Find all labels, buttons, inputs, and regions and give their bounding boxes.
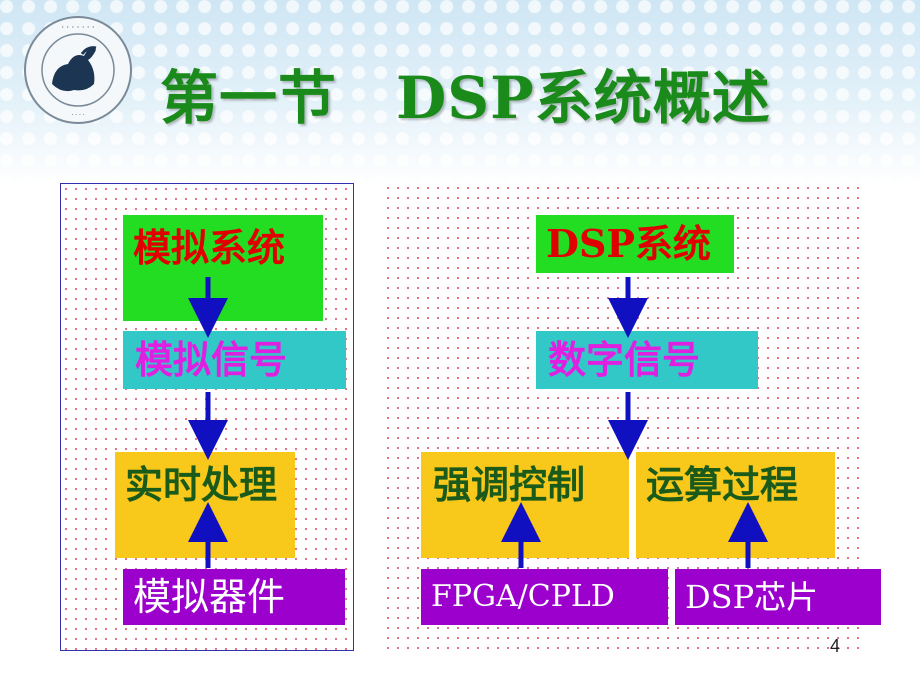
- dsp-chip-box: DSP芯片: [675, 569, 881, 625]
- analog-system-box: 模拟系统: [123, 215, 323, 321]
- slide-title: 第一节 DSP系统概述: [160, 64, 771, 132]
- dsp-system-box: DSP系统: [536, 215, 734, 273]
- university-logo: · · · · · · · · · · ·: [24, 16, 132, 124]
- svg-text:· · · ·: · · · ·: [71, 112, 84, 119]
- svg-text:· · · · · · ·: · · · · · · ·: [61, 23, 94, 32]
- fpga-cpld-box: FPGA/CPLD: [421, 569, 668, 625]
- digital-signal-box: 数字信号: [536, 331, 758, 389]
- page-number: 4: [830, 636, 841, 656]
- header-band: [0, 0, 920, 185]
- analog-device-box: 模拟器件: [123, 569, 345, 625]
- analog-signal-box: 模拟信号: [123, 331, 346, 389]
